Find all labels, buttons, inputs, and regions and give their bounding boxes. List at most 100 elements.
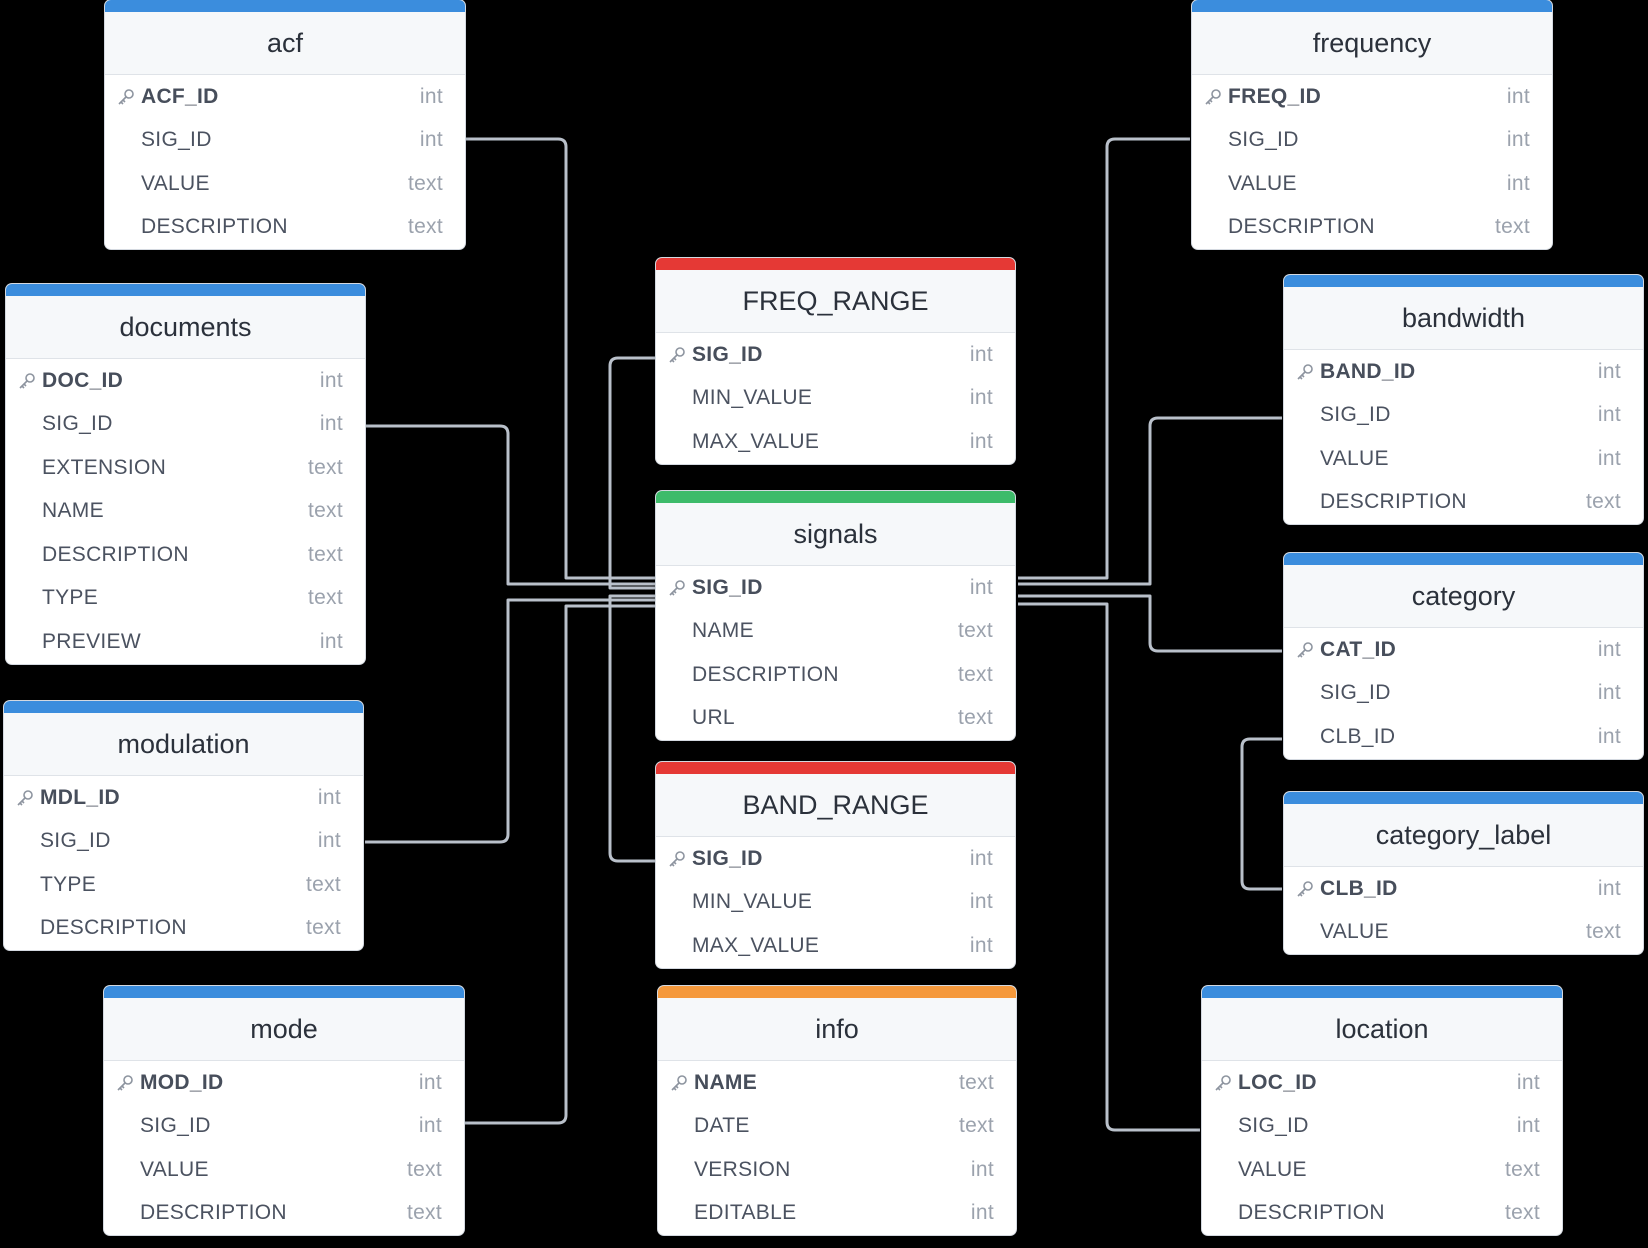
column-name: DOC_ID bbox=[42, 368, 124, 392]
table-title[interactable]: location bbox=[1202, 998, 1562, 1061]
column-type: int bbox=[1597, 403, 1621, 427]
key-icon bbox=[17, 371, 37, 391]
column-type: int bbox=[969, 342, 993, 366]
column-type: text bbox=[407, 215, 443, 239]
column-row[interactable]: MDL_ID int bbox=[4, 776, 363, 820]
table-title[interactable]: FREQ_RANGE bbox=[656, 270, 1015, 333]
column-name: VALUE bbox=[1238, 1157, 1307, 1181]
column-name: MDL_ID bbox=[40, 785, 120, 809]
column-row[interactable]: DESCRIPTION text bbox=[6, 533, 365, 577]
column-type: int bbox=[418, 1114, 442, 1138]
column-name: SIG_ID bbox=[1320, 681, 1391, 705]
column-name: DESCRIPTION bbox=[42, 542, 189, 566]
table-title[interactable]: acf bbox=[105, 12, 465, 75]
table-title[interactable]: category bbox=[1284, 565, 1643, 628]
column-type: int bbox=[969, 890, 993, 914]
table-title[interactable]: mode bbox=[104, 998, 464, 1061]
column-type: text bbox=[307, 542, 343, 566]
table-title[interactable]: documents bbox=[6, 296, 365, 359]
column-name: DESCRIPTION bbox=[1228, 215, 1375, 239]
column-type: int bbox=[317, 785, 341, 809]
table-title[interactable]: info bbox=[658, 998, 1016, 1061]
column-row[interactable]: DESCRIPTION text bbox=[105, 206, 465, 250]
column-type: int bbox=[969, 429, 993, 453]
column-type: int bbox=[319, 412, 343, 436]
table-title[interactable]: bandwidth bbox=[1284, 287, 1643, 350]
table-title[interactable]: BAND_RANGE bbox=[656, 774, 1015, 837]
key-icon bbox=[15, 788, 35, 808]
column-name: DESCRIPTION bbox=[141, 215, 288, 239]
column-type: text bbox=[1585, 490, 1621, 514]
column-type: text bbox=[406, 1201, 442, 1225]
connector-modulation-signals bbox=[365, 598, 655, 844]
column-name: SIG_ID bbox=[692, 846, 763, 870]
table-title[interactable]: signals bbox=[656, 503, 1015, 566]
table-title[interactable]: frequency bbox=[1192, 12, 1552, 75]
column-type: int bbox=[969, 386, 993, 410]
table-title[interactable]: modulation bbox=[4, 713, 363, 776]
table-title[interactable]: category_label bbox=[1284, 804, 1643, 867]
column-name: VALUE bbox=[140, 1157, 209, 1181]
